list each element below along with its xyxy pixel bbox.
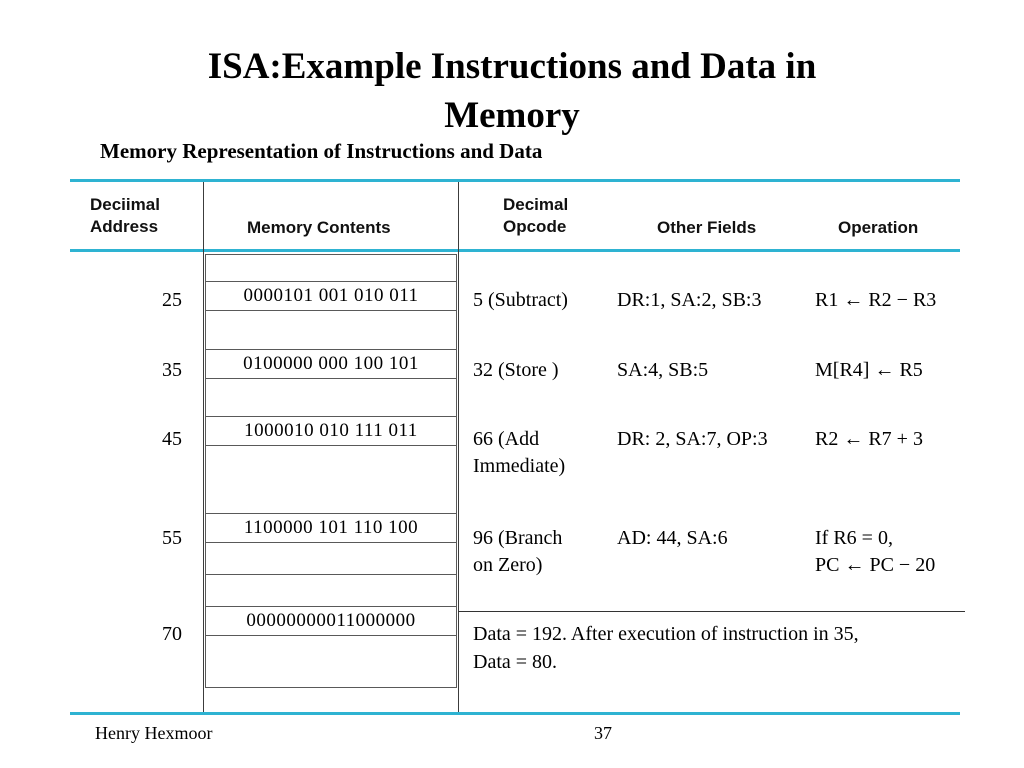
opcode-cell-line1: 96 (Branch bbox=[473, 527, 563, 549]
data-note-line2: Data = 80. bbox=[473, 651, 558, 673]
memory-box-empty bbox=[205, 254, 457, 282]
opcode-cell: 96 (Branch on Zero) bbox=[473, 525, 623, 579]
memory-box-empty bbox=[205, 378, 457, 417]
footer-page-number: 37 bbox=[594, 723, 612, 743]
memory-contents-column: 0000101 001 010 011 0100000 000 100 101 … bbox=[205, 254, 457, 688]
col-header-other-fields: Other Fields bbox=[657, 218, 757, 237]
page-title-line1: ISA:Example Instructions and Data in bbox=[207, 46, 817, 87]
data-note: Data = 192. After execution of instructi… bbox=[473, 620, 968, 676]
opcode-cell-line2: Immediate) bbox=[473, 455, 566, 477]
memory-box-empty bbox=[205, 574, 457, 607]
memory-box: 0100000 000 100 101 bbox=[205, 349, 457, 379]
column-divider-address bbox=[203, 182, 204, 712]
table-top-rule bbox=[70, 179, 960, 182]
other-fields-cell: AD: 44, SA:6 bbox=[617, 527, 728, 549]
table-bottom-rule bbox=[70, 712, 960, 715]
col-header-operation: Operation bbox=[838, 218, 919, 237]
operation-cell: R2 ← R7 + 3 bbox=[815, 428, 923, 450]
opcode-cell: 5 (Subtract) bbox=[473, 289, 568, 311]
footer-author: Henry Hexmoor bbox=[95, 723, 213, 743]
operation-cell: M[R4] ← R5 bbox=[815, 359, 923, 381]
address-cell: 45 bbox=[162, 428, 182, 450]
memory-box: 0000101 001 010 011 bbox=[205, 281, 457, 311]
col-header-opcode-line1: Decimal bbox=[503, 195, 569, 214]
operation-cell: R1 ← R2 − R3 bbox=[815, 289, 937, 311]
table-header-rule bbox=[70, 249, 960, 252]
memory-box: 1000010 010 111 011 bbox=[205, 416, 457, 446]
page-title: ISA:Example Instructions and Data in Mem… bbox=[0, 42, 1024, 140]
data-note-line1: Data = 192. After execution of instructi… bbox=[473, 623, 859, 645]
memory-box-empty bbox=[205, 310, 457, 350]
address-cell: 70 bbox=[162, 623, 182, 645]
other-fields-cell: SA:4, SB:5 bbox=[617, 359, 709, 381]
memory-box-empty bbox=[205, 635, 457, 688]
col-header-address: Deciimal Address bbox=[90, 194, 160, 238]
opcode-cell: 32 (Store ) bbox=[473, 359, 559, 381]
data-note-rule bbox=[458, 611, 965, 612]
address-cell: 35 bbox=[162, 359, 182, 381]
other-fields-cell: DR: 2, SA:7, OP:3 bbox=[617, 428, 768, 450]
col-header-opcode-line2: Opcode bbox=[503, 217, 567, 236]
opcode-cell-line1: 66 (Add bbox=[473, 428, 540, 450]
address-cell: 25 bbox=[162, 289, 182, 311]
memory-box-empty bbox=[205, 445, 457, 514]
page-title-line2: Memory bbox=[444, 95, 580, 136]
page-subtitle: Memory Representation of Instructions an… bbox=[100, 139, 543, 163]
address-cell: 55 bbox=[162, 527, 182, 549]
column-divider-memory bbox=[458, 182, 459, 712]
memory-box: 1100000 101 110 100 bbox=[205, 513, 457, 543]
opcode-cell: 66 (Add Immediate) bbox=[473, 426, 623, 480]
memory-box: 00000000011000000 bbox=[205, 606, 457, 636]
operation-cell-line2: PC ← PC − 20 bbox=[815, 554, 936, 576]
col-header-address-line1: Deciimal bbox=[90, 195, 160, 214]
operation-cell-line1: If R6 = 0, bbox=[815, 527, 893, 549]
col-header-address-line2: Address bbox=[90, 217, 159, 236]
col-header-opcode: Decimal Opcode bbox=[503, 194, 568, 238]
other-fields-cell: DR:1, SA:2, SB:3 bbox=[617, 289, 762, 311]
col-header-memory: Memory Contents bbox=[247, 218, 391, 237]
opcode-cell-line2: on Zero) bbox=[473, 554, 543, 576]
memory-box-empty bbox=[205, 542, 457, 575]
operation-cell: If R6 = 0, PC ← PC − 20 bbox=[815, 525, 980, 579]
